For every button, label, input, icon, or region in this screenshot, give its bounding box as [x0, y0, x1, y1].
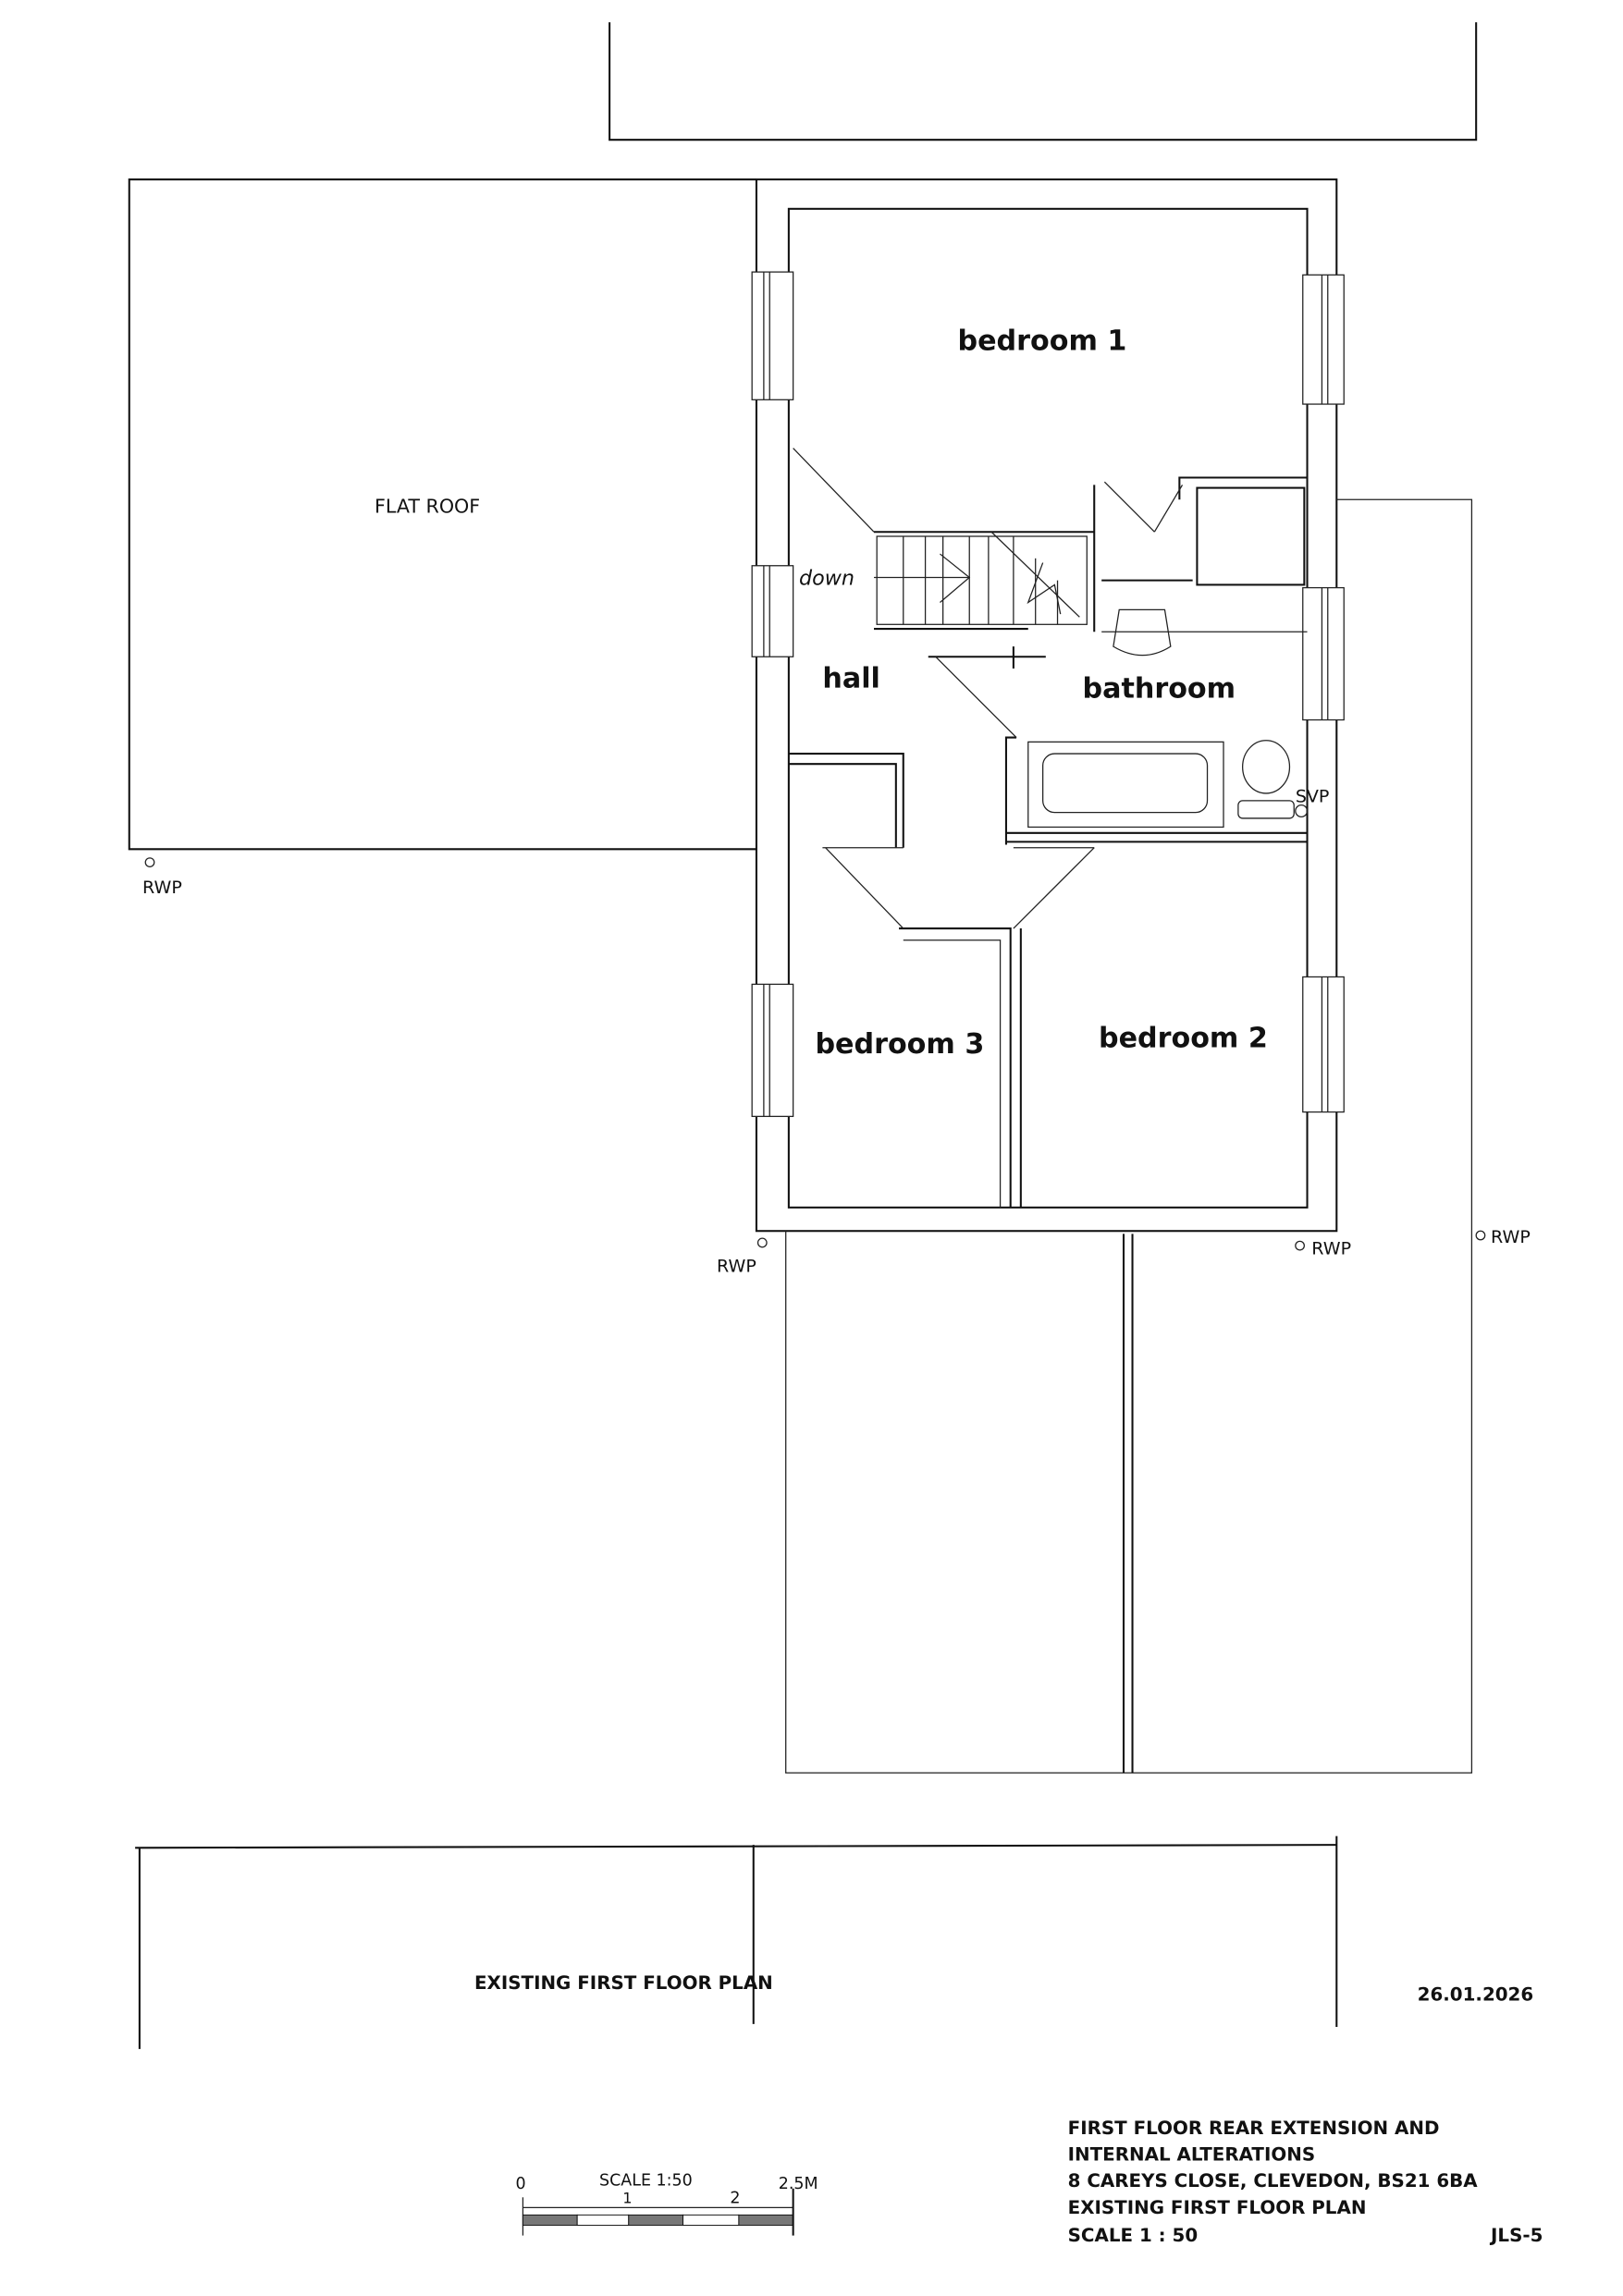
title-block-line-2: INTERNAL ALTERATIONS [1068, 2144, 1315, 2166]
room-label-bedroom1: bedroom 1 [958, 325, 1127, 357]
room-label-bathroom: bathroom [1083, 673, 1236, 706]
scale-bar-tick-end: 2.5M [779, 2175, 818, 2193]
title-block-line-4: EXISTING FIRST FLOOR PLAN [1068, 2197, 1367, 2218]
windows [751, 271, 1345, 1117]
staircase [793, 448, 1095, 631]
flat-roof-label: FLAT ROOF [375, 496, 480, 518]
drawing-number: JLS-5 [1489, 2225, 1543, 2246]
scale-bar-tick-1: 1 [622, 2190, 632, 2207]
drawing-date: 26.01.2026 [1418, 1983, 1534, 2005]
neighbour-building-outline [609, 22, 1478, 141]
down-label: down [799, 566, 855, 590]
rwp-label-3: RWP [1311, 1239, 1351, 1259]
scale-bar-tick-0: 0 [515, 2175, 525, 2193]
sanitaryware [1027, 608, 1309, 829]
scale-bar-label: SCALE 1:50 [599, 2172, 693, 2191]
title-frame [135, 1836, 1338, 2049]
room-label-hall: hall [822, 663, 880, 695]
rwp-label: RWP [142, 878, 182, 898]
rwp-marker [144, 857, 155, 867]
scale-bar-tick-2: 2 [730, 2190, 740, 2208]
rwp-label-2: RWP [717, 1257, 756, 1277]
room-label-bedroom3: bedroom 3 [815, 1028, 984, 1061]
basin-icon [1113, 608, 1172, 657]
boundary-right [785, 498, 1473, 1774]
door-swings [822, 481, 1184, 929]
title-block-line-3: 8 CAREYS CLOSE, CLEVEDON, BS21 6BA [1068, 2170, 1479, 2192]
rwp-label-4: RWP [1491, 1227, 1531, 1247]
internal-walls [788, 476, 1308, 1208]
room-label-bedroom2: bedroom 2 [1099, 1023, 1268, 1055]
svp-label: SVP [1296, 786, 1330, 806]
toilet-icon [1242, 740, 1291, 794]
scale-bar [522, 2188, 794, 2236]
drawing-title: EXISTING FIRST FLOOR PLAN [474, 1972, 773, 1994]
flat-roof-outline [128, 178, 756, 851]
title-block-line-1: FIRST FLOOR REAR EXTENSION AND [1068, 2118, 1440, 2139]
title-block-line-5: SCALE 1 : 50 [1068, 2225, 1199, 2246]
bath-icon [1027, 741, 1224, 829]
